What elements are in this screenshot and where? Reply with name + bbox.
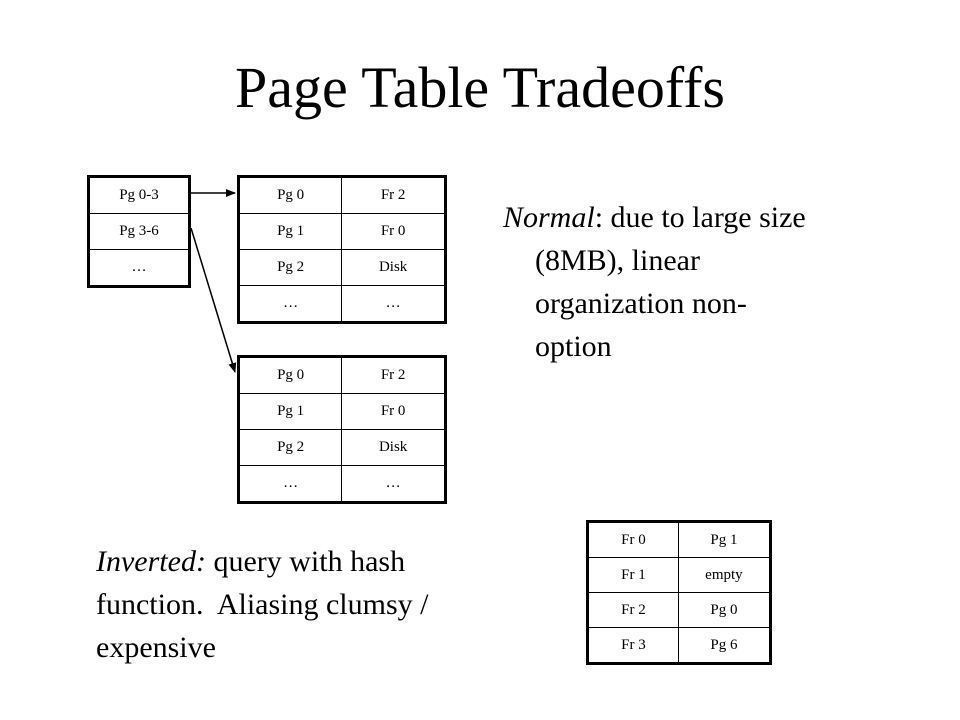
table-cell: Disk [341,429,446,466]
table-cell: Pg 2 [237,249,343,286]
inverted-line-3: expensive [96,631,216,664]
table-cell: Disk [341,249,446,286]
normal-description: Normal: due to large size (8MB), linear … [503,196,923,368]
inverted-term: Inverted: [96,545,206,578]
table-row: …… [237,465,446,503]
table-cell: Fr 0 [341,213,446,250]
table-cell: … [88,249,190,287]
inverted-line-1: Inverted: query with hash [96,540,576,583]
table-cell: Pg 1 [237,213,343,250]
table-cell: Fr 3 [587,627,679,664]
normal-line-1: Normal: due to large size [503,196,923,239]
normal-term: Normal [503,201,595,234]
normal-text-1: : due to large size [594,201,806,234]
table-cell: … [237,285,343,323]
table-cell: Fr 1 [587,557,679,593]
table-cell: Pg 6 [677,627,772,664]
inverted-line-2: function. Aliasing clumsy / [96,588,429,621]
table-cell: Pg 0 [237,356,343,394]
table-cell: … [237,465,343,503]
table-cell: Pg 1 [237,393,343,430]
table-cell: Fr 2 [341,356,446,394]
table-row: …… [237,285,446,323]
table-cell: … [341,465,446,503]
normal-line-3: organization non- [535,287,747,320]
normal-line-2: (8MB), linear [535,244,700,277]
inverted-description: Inverted: query with hash function. Alia… [96,540,576,669]
normal-line-4: option [535,330,612,363]
table-row: … [88,249,190,287]
directory-table: Pg 0-3 Pg 3-6 … [87,175,191,288]
table-cell: empty [677,557,772,593]
inverted-text-1: query with hash [205,545,406,578]
arrow-to-bottom-table [190,227,237,373]
slide-title: Page Table Tradeoffs [235,55,725,120]
table-cell: … [341,285,446,323]
